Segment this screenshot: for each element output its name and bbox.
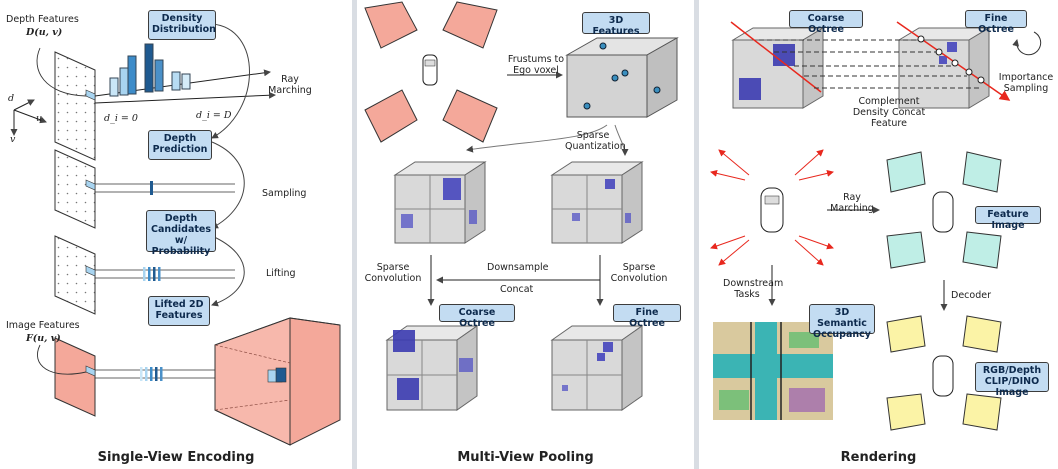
rendering-diagram xyxy=(710,21,1042,431)
render-ray-marching-label: Ray Marching xyxy=(830,192,874,214)
downstream-tasks-label: Downstream Tasks xyxy=(723,278,784,300)
sparse-quantization-label: Sparse Quantization xyxy=(565,130,626,152)
rgb-image-panels xyxy=(886,315,1002,431)
complement-density-label: Complement Density Concat Feature xyxy=(852,96,926,129)
importance-sampling-icon xyxy=(1012,31,1042,56)
camera-frustums xyxy=(364,1,498,143)
image-features-math: F(u, v) xyxy=(26,333,61,344)
sparse-conv-left-label: Sparse Convolution xyxy=(364,262,422,284)
sampling-label: Sampling xyxy=(262,188,307,199)
multi-view-pooling-panel: 3D Features Frustums to Ego voxel Sparse… xyxy=(357,0,694,469)
3d-feature-cube xyxy=(565,37,679,118)
semantic-occupancy-box: 3D Semantic Occupancy xyxy=(809,304,875,340)
depth-feature-plane xyxy=(54,51,96,161)
single-view-encoding-panel: Depth Features D(u, v) Density Distribut… xyxy=(0,0,352,469)
3d-features-box: 3D Features xyxy=(582,12,650,37)
concat-label: Concat xyxy=(500,284,534,295)
fine-octree-box: Fine Octree xyxy=(613,304,681,329)
rgb-depth-box: RGB/Depth CLIP/DINO Image xyxy=(975,362,1049,398)
panel-title-multi-view: Multi-View Pooling xyxy=(457,450,594,465)
coarse-octree-box: Coarse Octree xyxy=(439,304,515,329)
divider-1 xyxy=(352,0,357,469)
density-distribution-box: Density Distribution xyxy=(148,10,216,40)
axis-v-label: v xyxy=(10,134,16,145)
image-feature-plane xyxy=(54,337,96,417)
render-fine-octree-box: Fine Octree xyxy=(965,10,1027,35)
lifted-frustum xyxy=(214,317,341,446)
importance-sampling-label: Importance Sampling xyxy=(998,72,1054,94)
panel-title-single-view: Single-View Encoding xyxy=(97,450,255,465)
rendering-panel: Coarse Octree Fine Octree Importance Sam… xyxy=(699,0,1058,469)
multi-view-diagram xyxy=(364,1,679,411)
image-features-label: Image Features xyxy=(6,320,80,331)
depth-prediction-box: Depth Prediction xyxy=(148,130,212,160)
fine-octree-cube xyxy=(550,325,644,411)
car-with-rays xyxy=(710,149,834,266)
render-fine-cube xyxy=(896,21,1011,109)
ray-marching-label: Ray Marching xyxy=(268,74,312,96)
lifted-features-box: Lifted 2D Features xyxy=(148,296,210,326)
depth-features-label: Depth Features xyxy=(6,14,79,25)
divider-2 xyxy=(694,0,699,469)
feature-image-panels xyxy=(886,151,1002,269)
frustums-label: Frustums to Ego voxel xyxy=(507,54,565,76)
di-D-label: d_i = D xyxy=(196,110,232,121)
axis-d-label: d xyxy=(8,93,15,104)
single-view-diagram xyxy=(10,23,341,446)
downsample-label: Downsample xyxy=(487,262,549,273)
depth-features-math: D(u, v) xyxy=(26,27,63,38)
coarse-octree-cube xyxy=(385,325,479,411)
sparse-cube-left xyxy=(393,161,487,244)
feature-image-box: Feature Image xyxy=(975,206,1041,231)
di-zero-label: d_i = 0 xyxy=(104,113,138,124)
sparse-conv-right-label: Sparse Convolution xyxy=(610,262,668,284)
semantic-occupancy-map xyxy=(713,322,833,420)
decoder-label: Decoder xyxy=(951,290,991,301)
lifting-label: Lifting xyxy=(266,268,296,279)
render-coarse-octree-box: Coarse Octree xyxy=(789,10,863,35)
axis-u-label: u xyxy=(36,113,43,124)
sparse-cube-right xyxy=(550,161,644,244)
density-histogram xyxy=(109,43,191,97)
depth-candidates-box: Depth Candidates w/ Probability xyxy=(146,210,216,257)
panel-title-rendering: Rendering xyxy=(840,450,917,465)
